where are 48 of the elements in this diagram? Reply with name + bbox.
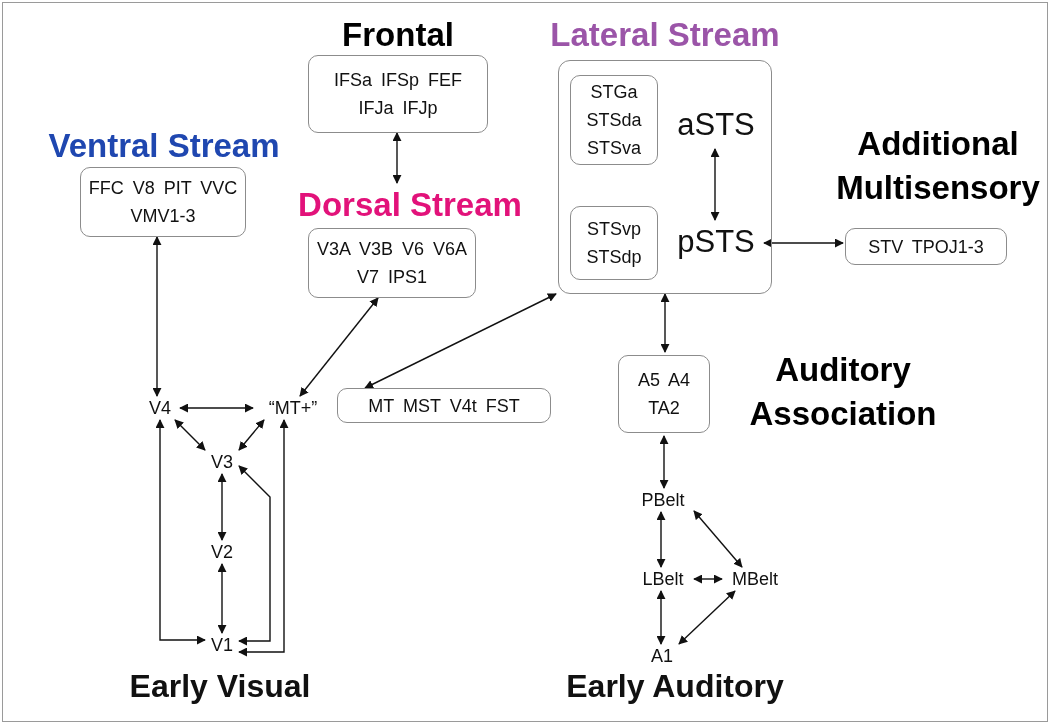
double-arrow — [678, 590, 736, 645]
stream-heading: Ventral Stream — [47, 126, 281, 166]
area-label: V2 — [210, 541, 234, 564]
double-arrow — [710, 148, 720, 221]
double-arrow — [392, 132, 402, 184]
double-arrow — [656, 590, 666, 645]
area-list-box: V3A V3B V6 V6A V7 IPS1 — [308, 228, 476, 298]
double-arrow — [217, 563, 227, 634]
double-arrow — [174, 419, 206, 451]
stream-heading: Lateral Stream — [549, 15, 781, 55]
area-list-box: IFSa IFSp FEF IFJa IFJp — [308, 55, 488, 133]
area-list-box: STSvp STSdp — [570, 206, 658, 280]
double-arrow — [299, 297, 379, 397]
stream-heading: Additional Multisensory — [835, 124, 1041, 208]
area-label: V3 — [210, 451, 234, 474]
double-arrow — [238, 465, 271, 646]
double-arrow — [659, 435, 669, 489]
area-label: PBelt — [640, 489, 686, 512]
stream-heading: Dorsal Stream — [297, 185, 523, 225]
area-label: aSTS — [676, 106, 756, 144]
area-label: MBelt — [731, 568, 779, 591]
area-label: “MT+” — [267, 397, 319, 420]
area-label: A1 — [650, 645, 674, 668]
area-label: V1 — [210, 634, 234, 657]
section-title: Early Visual — [128, 668, 312, 706]
area-list-box: STV TPOJ1-3 — [845, 228, 1007, 265]
double-arrow — [660, 293, 670, 353]
double-arrow — [763, 238, 844, 248]
double-arrow — [656, 511, 666, 568]
area-label: pSTS — [676, 223, 756, 261]
area-list-box: STGa STSda STSva — [570, 75, 658, 165]
double-arrow — [179, 403, 254, 413]
double-arrow — [693, 510, 743, 568]
double-arrow — [217, 473, 227, 541]
area-list-box: MT MST V4t FST — [337, 388, 551, 423]
double-arrow — [155, 419, 206, 645]
section-title: Early Auditory — [565, 668, 785, 706]
double-arrow — [693, 574, 723, 584]
stream-heading: Auditory Association — [748, 350, 938, 434]
double-arrow — [238, 419, 265, 451]
double-arrow — [152, 236, 162, 397]
area-label: V4 — [148, 397, 172, 420]
stream-heading: Frontal — [341, 15, 455, 55]
double-arrow — [364, 293, 557, 389]
area-list-box: FFC V8 PIT VVC VMV1-3 — [80, 167, 246, 237]
area-list-box: A5 A4 TA2 — [618, 355, 710, 433]
area-label: LBelt — [641, 568, 685, 591]
double-arrow — [238, 419, 289, 657]
